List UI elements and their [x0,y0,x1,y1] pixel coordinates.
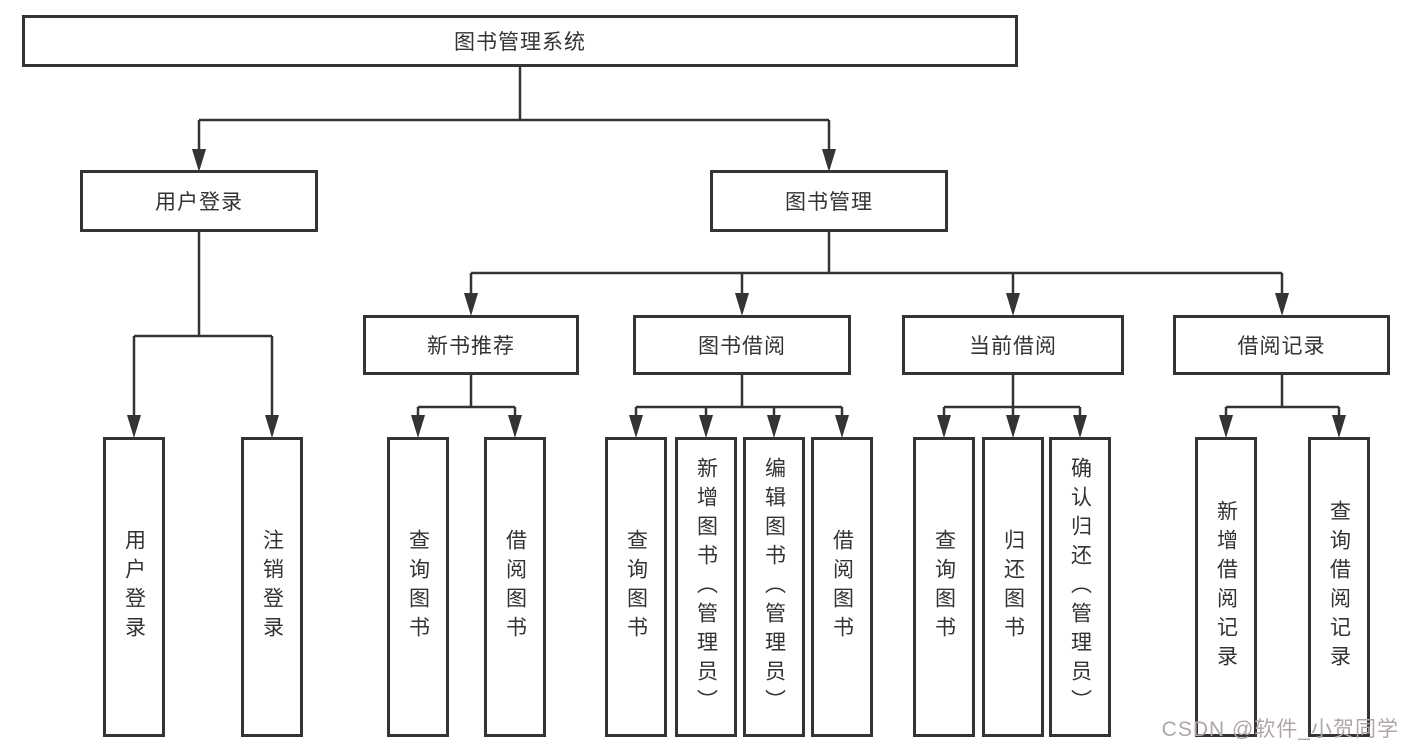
node-book-management-label: 图书管理 [785,191,873,214]
watermark: CSDN @软件_小贺同学 [1161,718,1399,741]
leaf-query-books-3-label: 查询图书 [932,529,956,645]
node-borrow-record: 借阅记录 [1173,315,1390,375]
leaf-user-login: 用户登录 [103,437,165,737]
leaf-logout: 注销登录 [241,437,303,737]
leaf-borrow-books-1-label: 借阅图书 [503,529,527,645]
leaf-add-books-admin: 新增图书（管理员） [675,437,737,737]
leaf-borrow-books-1: 借阅图书 [484,437,546,737]
node-current-borrow-label: 当前借阅 [969,335,1057,358]
leaf-confirm-return-admin-label: 确认归还（管理员） [1068,456,1092,718]
node-new-book-recommend: 新书推荐 [363,315,579,375]
leaf-user-login-label: 用户登录 [122,529,146,645]
leaf-edit-books-admin: 编辑图书（管理员） [743,437,805,737]
leaf-add-borrow-record: 新增借阅记录 [1195,437,1257,737]
node-root: 图书管理系统 [22,15,1018,67]
leaf-query-borrow-record-label: 查询借阅记录 [1327,500,1351,674]
node-new-book-recommend-label: 新书推荐 [427,335,515,358]
leaf-return-books: 归还图书 [982,437,1044,737]
leaf-add-borrow-record-label: 新增借阅记录 [1214,500,1238,674]
node-borrow-record-label: 借阅记录 [1237,335,1326,358]
node-root-label: 图书管理系统 [454,31,586,54]
leaf-return-books-label: 归还图书 [1001,529,1025,645]
leaf-borrow-books-2: 借阅图书 [811,437,873,737]
node-book-borrow: 图书借阅 [633,315,851,375]
leaf-query-books-2: 查询图书 [605,437,667,737]
node-current-borrow: 当前借阅 [902,315,1124,375]
leaf-query-books-2-label: 查询图书 [624,529,648,645]
leaf-query-books-3: 查询图书 [913,437,975,737]
node-user-login-label: 用户登录 [155,191,243,214]
leaf-add-books-admin-label: 新增图书（管理员） [694,456,718,718]
leaf-edit-books-admin-label: 编辑图书（管理员） [762,456,786,718]
node-book-borrow-label: 图书借阅 [698,335,786,358]
leaf-query-borrow-record: 查询借阅记录 [1308,437,1370,737]
leaf-logout-label: 注销登录 [260,529,284,645]
leaf-borrow-books-2-label: 借阅图书 [830,529,854,645]
node-user-login: 用户登录 [80,170,318,232]
leaf-query-books-1: 查询图书 [387,437,449,737]
leaf-query-books-1-label: 查询图书 [406,529,430,645]
node-book-management: 图书管理 [710,170,948,232]
leaf-confirm-return-admin: 确认归还（管理员） [1049,437,1111,737]
